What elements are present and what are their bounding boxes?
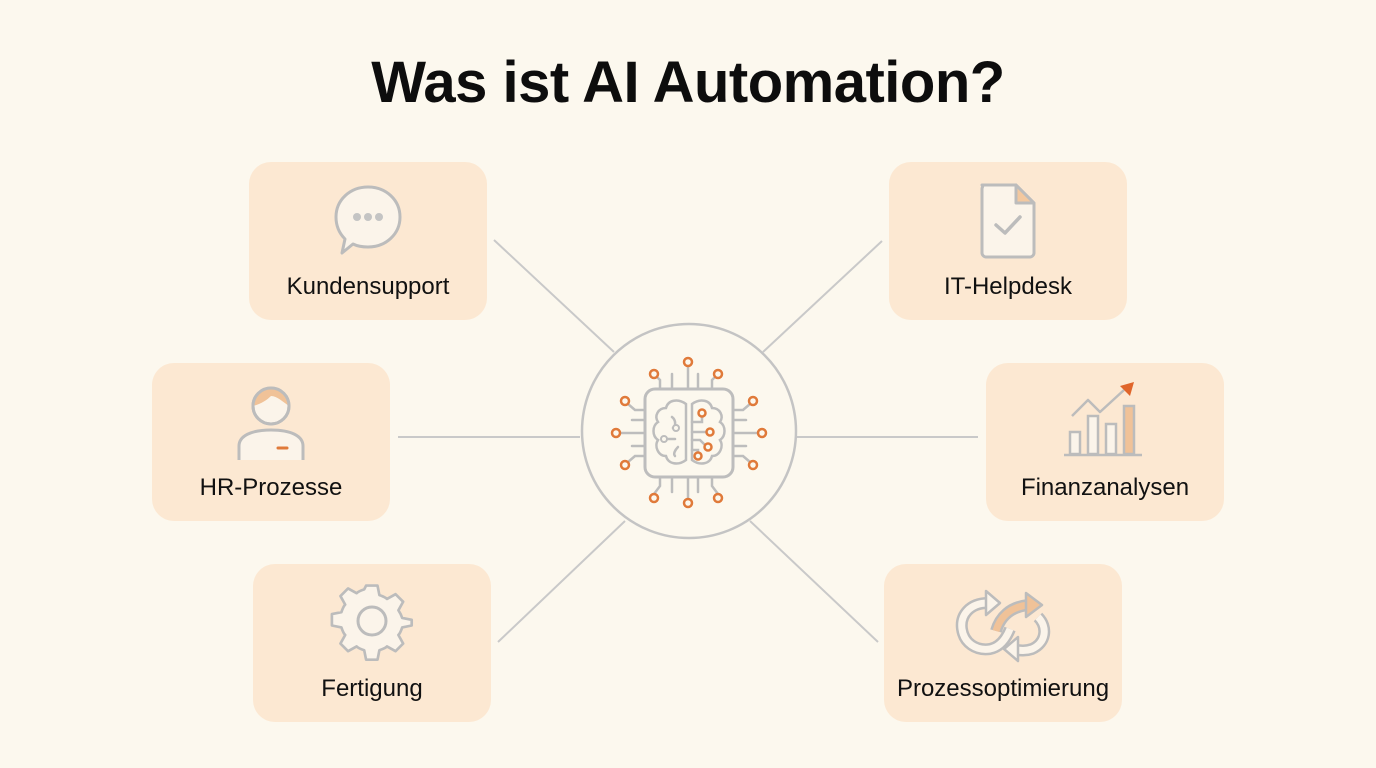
document-check-icon — [889, 176, 1127, 266]
bar-chart-growth-icon — [986, 377, 1224, 467]
card-label: IT-Helpdesk — [943, 273, 1073, 300]
card-label: Kundensupport — [286, 273, 450, 300]
card-it-helpdesk[interactable]: IT-Helpdesk — [889, 162, 1127, 320]
card-kundensupport[interactable]: Kundensupport — [249, 162, 487, 320]
connector-it-helpdesk — [762, 240, 883, 353]
cycle-arrows-icon — [884, 578, 1122, 668]
ai-chip-brain-icon — [580, 322, 798, 540]
ai-hub — [580, 322, 798, 540]
card-label: HR-Prozesse — [199, 474, 343, 501]
person-icon — [152, 377, 390, 467]
chat-bubble-icon — [249, 176, 487, 266]
card-label: Prozessoptimierung — [896, 675, 1110, 702]
card-label: Finanzanalysen — [1020, 474, 1190, 501]
card-hr-prozesse[interactable]: HR-Prozesse — [152, 363, 390, 521]
connector-kundensupport — [493, 239, 615, 353]
card-label: Fertigung — [321, 675, 423, 702]
connector-fertigung — [497, 520, 626, 643]
card-finanzanalysen[interactable]: Finanzanalysen — [986, 363, 1224, 521]
page-title: Was ist AI Automation? — [371, 50, 1005, 115]
card-fertigung[interactable]: Fertigung — [253, 564, 491, 722]
gear-icon — [253, 578, 491, 668]
connector-prozessoptimierung — [749, 520, 879, 643]
card-prozessoptimierung[interactable]: Prozessoptimierung — [884, 564, 1122, 722]
